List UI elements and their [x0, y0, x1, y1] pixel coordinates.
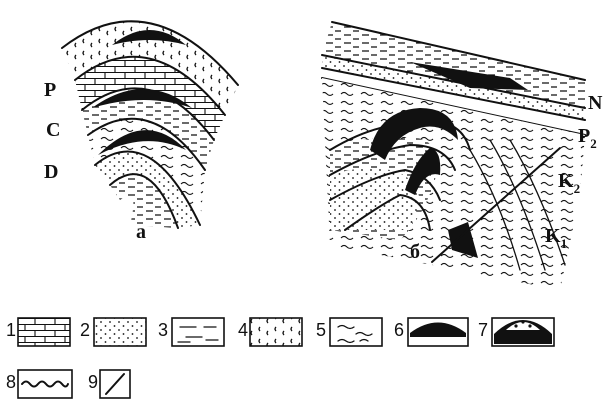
wavy-contact-line-icon [17, 369, 73, 399]
black-lens-icon [407, 317, 469, 347]
fault-line [431, 147, 561, 263]
legend-number: 3 [158, 320, 168, 340]
legend-number: 4 [238, 320, 248, 340]
dashed-shale-icon [171, 317, 225, 347]
stratum-label-P: P [44, 79, 56, 101]
dotted-sandstone-icon [93, 317, 147, 347]
stratum-label-C: C [46, 119, 60, 141]
stratum-label-D: D [44, 161, 58, 183]
ore-fold-hinge [370, 108, 458, 160]
legend-number: 1 [6, 320, 16, 340]
stratum-label-K1: K1 [545, 225, 567, 251]
brick-limestone-icon [17, 317, 71, 347]
ore-lens [98, 130, 186, 155]
legend: 1 2 3 4 5 6 [6, 317, 555, 399]
crescent-shell-icon [249, 317, 303, 347]
stratum-label-N: N [588, 92, 603, 114]
black-lens-dotted-cap-icon [491, 317, 555, 347]
stratum-label-P2: P2 [578, 125, 597, 151]
fault-line-icon [99, 369, 131, 399]
ore-lens [92, 89, 192, 108]
legend-number: 8 [6, 372, 16, 392]
wavy-clay-icon [329, 317, 383, 347]
legend-number: 9 [88, 372, 98, 392]
panel-b-label: б [410, 241, 420, 263]
legend-number: 5 [316, 320, 326, 340]
ore-lens [112, 30, 186, 45]
legend-number: 2 [80, 320, 90, 340]
legend-number: 6 [394, 320, 404, 340]
panel-a-anticline [61, 20, 239, 229]
stratum-label-K2: K2 [558, 170, 580, 196]
panel-b-fold [321, 21, 586, 290]
legend-number: 7 [478, 320, 488, 340]
panel-a-label: а [136, 221, 146, 243]
